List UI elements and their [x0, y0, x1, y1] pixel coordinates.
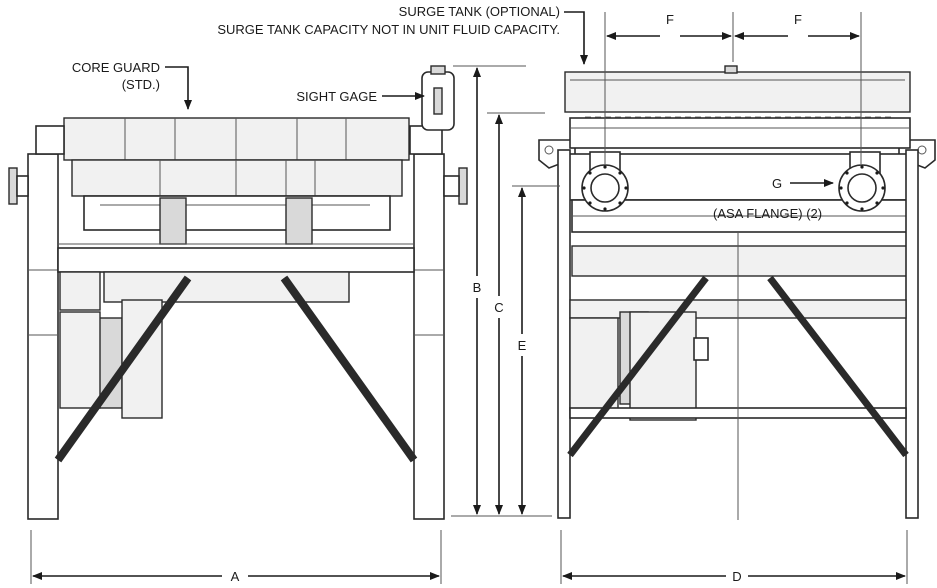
dimension-b-label: B: [473, 280, 482, 295]
dimension-lines: [30, 11, 908, 584]
surge-tank-note: SURGE TANK CAPACITY NOT IN UNIT FLUID CA…: [217, 22, 560, 37]
sight-gage-label: SIGHT GAGE: [296, 89, 377, 104]
dimension-f-left-label: F: [666, 12, 674, 27]
labels: SURGE TANK (OPTIONAL) SURGE TANK CAPACIT…: [72, 4, 822, 584]
side-right-post: [413, 153, 445, 520]
dimension-d-label: D: [732, 569, 741, 584]
surge-tank: [564, 71, 911, 113]
dimension-a-label: A: [231, 569, 240, 584]
side-left-post: [27, 153, 59, 520]
end-view: [538, 65, 936, 520]
asa-flange-label: (ASA FLANGE) (2): [713, 206, 822, 221]
surge-tank-label: SURGE TANK (OPTIONAL): [399, 4, 560, 19]
side-view: [8, 65, 468, 520]
dimension-c-label: C: [494, 300, 503, 315]
core-guard-label: CORE GUARD: [72, 60, 160, 75]
core-guard-std-label: (STD.): [122, 77, 160, 92]
dimension-g-label: G: [772, 176, 782, 191]
dimension-f-right-label: F: [794, 12, 802, 27]
dimension-e-label: E: [518, 338, 527, 353]
